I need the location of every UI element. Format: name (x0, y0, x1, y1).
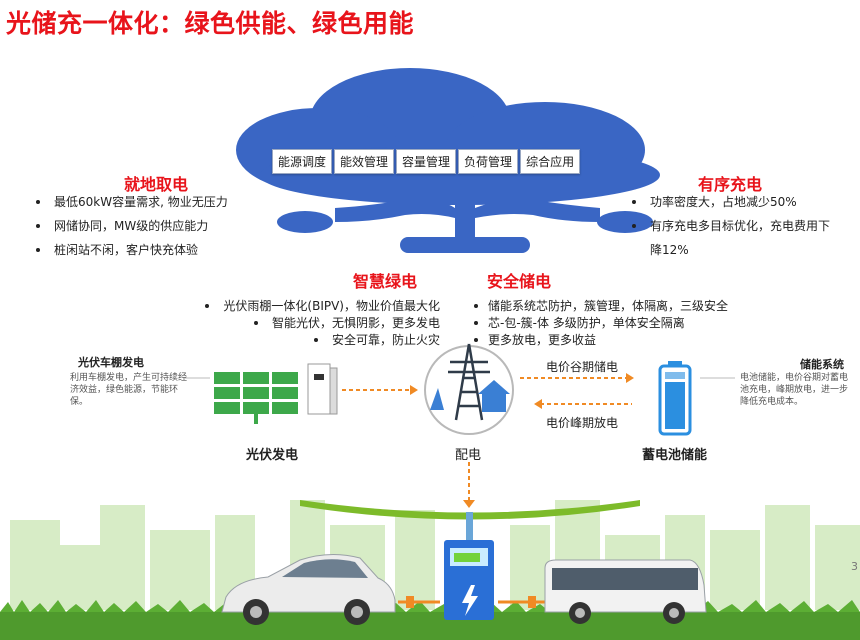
list-item: 网储协同，MW级的供应能力 (36, 214, 228, 238)
right-section-bullets: 功率密度大，占地减少50% 有序充电多目标优化，充电费用下 降12% (632, 190, 830, 262)
list-item: 储能系统芯防护，簇管理，体隔离，三级安全 (474, 298, 728, 315)
tab-energy-efficiency[interactable]: 能效管理 (334, 149, 395, 174)
list-item: 安全可靠，防止火灾 (205, 332, 440, 349)
right-section-heading: 有序充电 (698, 175, 763, 194)
distribution-label: 配电 (455, 448, 482, 463)
electric-bus (544, 559, 707, 624)
charging-station (444, 540, 494, 620)
battery-label: 蓄电池储能 (642, 448, 708, 463)
electric-car (221, 554, 396, 625)
list-item: 降12% (650, 243, 689, 257)
battery-description: 电池储能，电价谷期对蓄电池充电，峰期放电，进一步降低充电成本。 (740, 373, 849, 407)
discharge-arrow-label: 电价峰期放电 (546, 416, 619, 430)
inverter-icon (307, 363, 338, 415)
list-item: 有序充电多目标优化，充电费用下 (632, 214, 830, 238)
list-item: 光伏雨棚一体化(BIPV)，物业价值最大化 (205, 298, 440, 315)
tab-load-management[interactable]: 负荷管理 (458, 149, 519, 174)
tab-integrated-application[interactable]: 综合应用 (520, 149, 581, 174)
cloud-menu: 能源调度 能效管理 容量管理 负荷管理 综合应用 (272, 149, 581, 174)
battery-icon (658, 361, 692, 436)
page-title: 光储充一体化：绿色供能、绿色用能 (6, 9, 415, 38)
solar-panel-icon (214, 372, 298, 424)
charge-arrow-label: 电价谷期储电 (546, 360, 619, 374)
list-item: 功率密度大，占地减少50% (632, 190, 830, 214)
battery-heading: 储能系统 (800, 358, 844, 371)
pv-heading: 光伏车棚发电 (78, 356, 144, 369)
list-item: 芯-包-簇-体 多级防护，单体安全隔离 (474, 315, 728, 332)
page-number: 3 (851, 560, 858, 573)
tab-capacity-management[interactable]: 容量管理 (396, 149, 457, 174)
pv-description: 利用车棚发电，产生可持续经济效益，绿色能源，节能环保。 (70, 373, 188, 407)
tab-energy-dispatch[interactable]: 能源调度 (272, 149, 333, 174)
left-section-heading: 就地取电 (124, 175, 189, 194)
grass (0, 612, 860, 640)
solar-canopy (300, 500, 640, 520)
smart-section-bullets: 光伏雨棚一体化(BIPV)，物业价值最大化 智能光伏，无惧阴影，更多发电 安全可… (205, 298, 440, 349)
pv-label: 光伏发电 (246, 448, 299, 463)
list-item: 桩闲站不闲，客户快充体验 (36, 238, 228, 262)
storage-section-bullets: 储能系统芯防护，簇管理，体隔离，三级安全 芯-包-簇-体 多级防护，单体安全隔离… (474, 298, 728, 349)
list-item: 最低60kW容量需求, 物业无压力 (36, 190, 228, 214)
list-item: 智能光伏，无惧阴影，更多发电 (205, 315, 440, 332)
list-item: 更多放电，更多收益 (474, 332, 728, 349)
left-section-bullets: 最低60kW容量需求, 物业无压力 网储协同，MW级的供应能力 桩闲站不闲，客户… (36, 190, 228, 262)
smart-section-heading: 智慧绿电 (353, 272, 418, 291)
storage-section-heading: 安全储电 (487, 272, 552, 291)
power-tower-icon (424, 343, 514, 435)
